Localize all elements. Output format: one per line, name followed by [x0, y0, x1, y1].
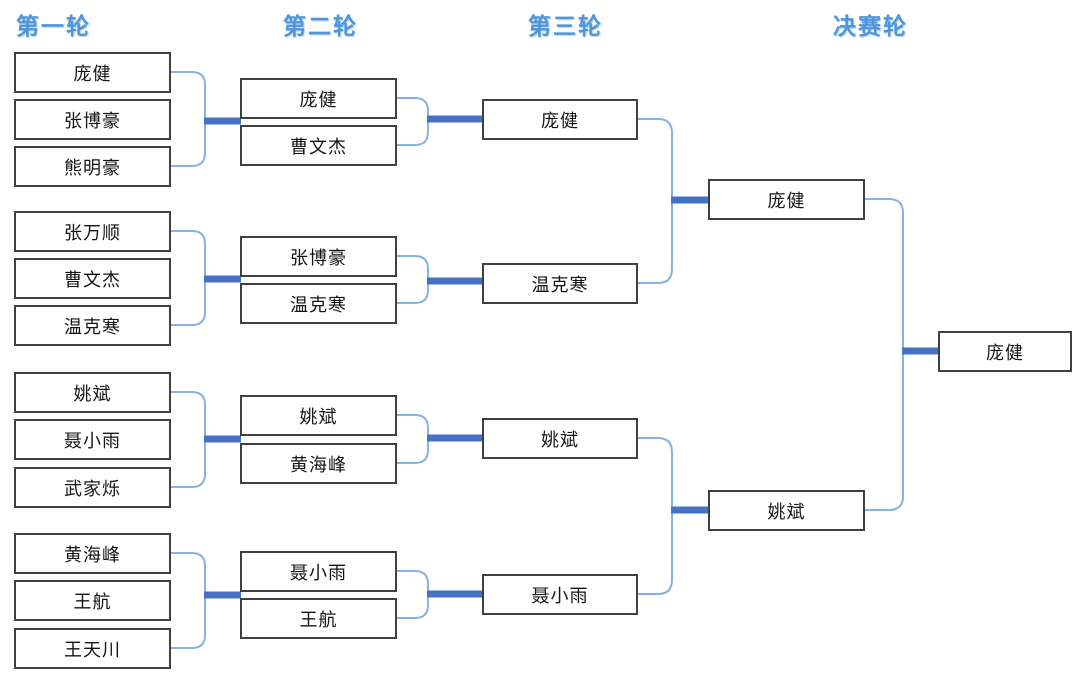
player-name: 黄海峰: [64, 544, 121, 565]
round1-group3-player3-box: 武家烁: [14, 467, 171, 508]
bracket-r1-g3: [171, 391, 206, 488]
player-name: 黄海峰: [290, 454, 347, 475]
round2-pair1-player2-box: 曹文杰: [240, 125, 397, 166]
bracket-r2-p3: [397, 414, 429, 464]
round1-group2-player3-box: 温克寒: [14, 305, 171, 346]
player-name: 聂小雨: [290, 562, 347, 583]
champion-box: 庞健: [938, 331, 1072, 372]
round2-pair3-player2-box: 黄海峰: [240, 443, 397, 484]
round1-group4-player1-box: 黄海峰: [14, 533, 171, 574]
semifinal-winner1-box: 庞健: [708, 179, 865, 220]
round3-winner2-box: 温克寒: [482, 263, 638, 304]
bracket-final: [865, 198, 904, 511]
round1-group1-player1-box: 庞健: [14, 52, 171, 93]
player-name: 庞健: [767, 190, 806, 211]
player-name: 姚斌: [541, 429, 579, 450]
player-name: 张博豪: [290, 247, 347, 268]
round1-group4-player2-box: 王航: [14, 580, 171, 621]
player-name: 张万顺: [64, 222, 121, 243]
round2-pair2-player1-box: 张博豪: [240, 236, 397, 277]
player-name: 姚斌: [73, 383, 112, 404]
round1-group2-player2-box: 曹文杰: [14, 258, 171, 299]
player-name: 庞健: [73, 63, 112, 84]
player-name: 庞健: [541, 110, 579, 131]
bracket-r2-p1: [397, 97, 429, 146]
player-name: 王航: [73, 591, 112, 612]
bracket-r2-p2: [397, 255, 429, 304]
player-name: 熊明豪: [64, 157, 121, 178]
round1-group2-player1-box: 张万顺: [14, 211, 171, 252]
round1-group3-player1-box: 姚斌: [14, 372, 171, 413]
bracket-r3-bottom: [638, 437, 673, 595]
bracket-r1-g1: [171, 71, 206, 167]
bracket-r1-g4: [171, 552, 206, 649]
round-header-3: 第三轮: [528, 13, 603, 39]
round2-pair3-player1-box: 姚斌: [240, 395, 397, 436]
player-name: 温克寒: [290, 294, 347, 315]
round3-winner1-box: 庞健: [482, 99, 638, 140]
round2-pair4-player2-box: 王航: [240, 598, 397, 639]
bracket-r3-top: [638, 118, 673, 284]
round1-group1-player3-box: 熊明豪: [14, 146, 171, 187]
player-name: 温克寒: [64, 316, 121, 337]
round-header-final: 决赛轮: [833, 13, 908, 39]
round1-group4-player3-box: 王天川: [14, 628, 171, 669]
bracket-r1-g2: [171, 230, 206, 326]
player-name: 张博豪: [64, 110, 121, 131]
round2-pair4-player1-box: 聂小雨: [240, 551, 397, 592]
round1-group1-player2-box: 张博豪: [14, 99, 171, 140]
player-name: 武家烁: [64, 478, 121, 499]
bracket-r2-p4: [397, 570, 429, 619]
round3-winner4-box: 聂小雨: [482, 574, 638, 615]
player-name: 聂小雨: [64, 430, 121, 451]
player-name: 聂小雨: [531, 585, 589, 606]
player-name: 王天川: [64, 639, 121, 660]
round2-pair2-player2-box: 温克寒: [240, 283, 397, 324]
player-name: 王航: [299, 609, 338, 630]
round1-group3-player2-box: 聂小雨: [14, 419, 171, 460]
semifinal-winner2-box: 姚斌: [708, 490, 865, 531]
round-header-2: 第二轮: [283, 13, 358, 39]
champion-name: 庞健: [986, 342, 1024, 363]
player-name: 姚斌: [299, 406, 338, 427]
player-name: 曹文杰: [290, 136, 347, 157]
round2-pair1-player1-box: 庞健: [240, 78, 397, 119]
player-name: 温克寒: [531, 274, 589, 295]
round-header-1: 第一轮: [16, 13, 91, 39]
round3-winner3-box: 姚斌: [482, 418, 638, 459]
player-name: 曹文杰: [64, 269, 121, 290]
player-name: 姚斌: [767, 501, 806, 522]
player-name: 庞健: [299, 89, 338, 110]
